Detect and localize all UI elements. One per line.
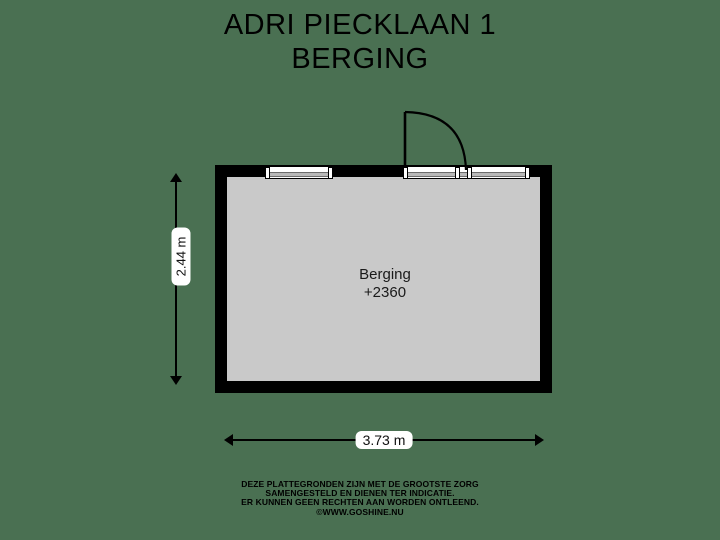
disclaimer-line-1: DEZE PLATTEGRONDEN ZIJN MET DE GROOTSTE …: [241, 479, 479, 489]
room-level: +2360: [363, 284, 407, 301]
disclaimer-line-4: ©WWW.GOSHINE.NU: [316, 506, 404, 517]
disclaimer-line-2: SAMENGESTELD EN DIENEN TER INDICATIE.: [265, 488, 455, 499]
window-right-jamb-start: [403, 167, 408, 178]
room-name: Berging: [359, 266, 411, 283]
arrow-right-icon: [535, 434, 544, 446]
window-left: [265, 166, 333, 179]
room-floor-berging: [227, 177, 540, 381]
disclaimer-line-3: ER KUNNEN GEEN RECHTEN AAN WORDEN ONTLEE…: [241, 497, 479, 508]
page-title: ADRI PIECKLAAN 1 BERGING: [0, 8, 720, 76]
dimension-vertical-label: 2.44 m: [171, 227, 191, 286]
window-right-jamb-end: [525, 167, 530, 178]
dimension-horizontal: 3.73 m: [224, 430, 544, 450]
dimension-horizontal-label: 3.73 m: [355, 431, 413, 449]
door-jamb-a: [455, 167, 460, 178]
dimension-vertical: 2.44 m: [166, 173, 191, 385]
disclaimer: DEZE PLATTEGRONDEN ZIJN MET DE GROOTSTE …: [0, 479, 720, 517]
door-jamb-b: [467, 167, 472, 178]
window-left-jamb-start: [265, 167, 270, 178]
title-address: ADRI PIECKLAAN 1: [223, 9, 497, 41]
window-right: [403, 166, 530, 179]
arrow-left-icon: [224, 434, 233, 446]
room-label-berging: Berging +2360: [300, 266, 470, 302]
door-swing-icon: [403, 110, 468, 171]
title-subject: BERGING: [291, 43, 429, 75]
arrow-up-icon: [170, 173, 182, 182]
arrow-down-icon: [170, 376, 182, 385]
window-left-jamb-end: [328, 167, 333, 178]
